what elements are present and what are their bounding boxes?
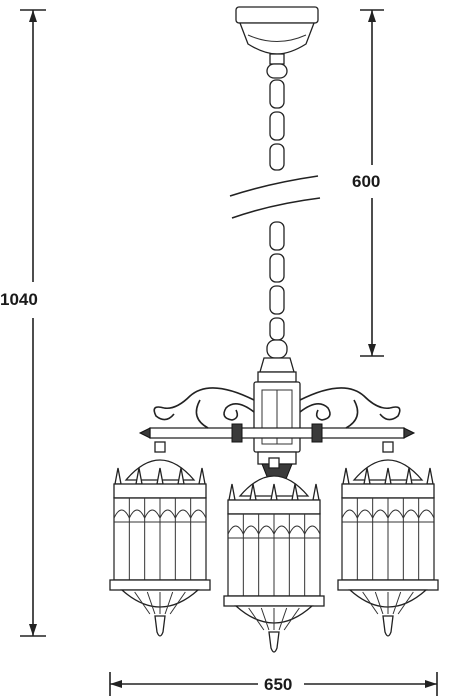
lantern-right: [337, 441, 439, 637]
chain: [229, 63, 321, 359]
label-height-total: 1040: [0, 290, 38, 309]
arms: [138, 387, 416, 443]
lanterns: [109, 441, 439, 653]
label-chain-length: 600: [352, 172, 381, 191]
dimension-width: [109, 672, 438, 696]
lantern-left: [109, 441, 211, 637]
central-column: [253, 357, 301, 495]
ceiling-canopy: [235, 6, 319, 65]
label-width: 650: [264, 675, 293, 694]
lantern-center: [223, 457, 325, 653]
dimension-chain-length: [360, 9, 384, 357]
dimension-height-total: [20, 9, 46, 637]
